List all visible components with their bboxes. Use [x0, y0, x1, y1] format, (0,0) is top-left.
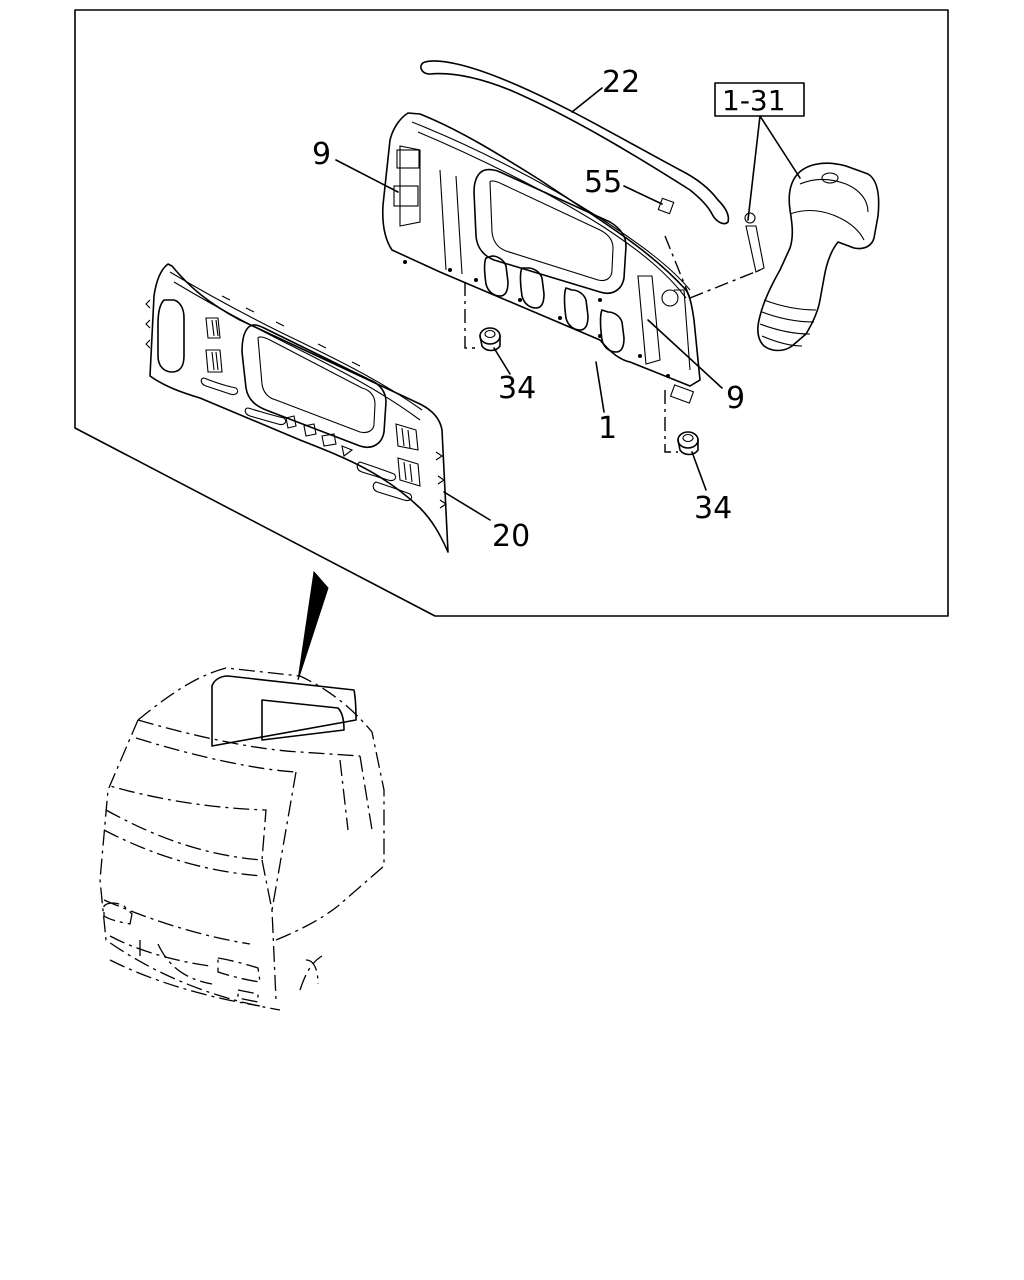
leader-20 [443, 491, 491, 521]
reference-box [714, 82, 805, 117]
cab-overview [99, 667, 385, 1011]
back-panel-part [381, 112, 701, 404]
callout-1: 1 [598, 411, 617, 446]
callout-34-lower: 34 [694, 491, 732, 526]
phantom-line [664, 390, 678, 453]
phantom-line [664, 235, 691, 299]
detail-frame [74, 9, 949, 617]
leader-34-lower [691, 451, 707, 491]
leader-9-left [335, 159, 399, 193]
inner-panel-part [145, 263, 449, 553]
leader-22 [571, 87, 603, 113]
phantom-line [689, 269, 761, 299]
leader-55 [623, 185, 663, 205]
leader-9-right [647, 319, 723, 389]
callout-9-left: 9 [312, 137, 331, 172]
grommet-upper-part [479, 327, 501, 352]
callout-22: 22 [602, 65, 640, 100]
callout-55: 55 [584, 165, 622, 200]
callout-9-right: 9 [726, 381, 745, 416]
callout-34-upper: 34 [498, 371, 536, 406]
leader-34-upper [493, 347, 511, 375]
reference-box-label: 1-31 [722, 84, 786, 117]
label-plate-part [657, 197, 675, 215]
callout-20: 20 [492, 519, 530, 554]
phantom-line [464, 282, 478, 349]
leader-1-31-b [747, 115, 761, 221]
seal-strip-part [420, 60, 730, 225]
grommet-lower-part [677, 431, 699, 456]
detail-pointer [297, 570, 329, 681]
air-duct-part [744, 162, 880, 352]
leader-1-31-a [759, 115, 801, 179]
leader-1 [595, 361, 605, 413]
